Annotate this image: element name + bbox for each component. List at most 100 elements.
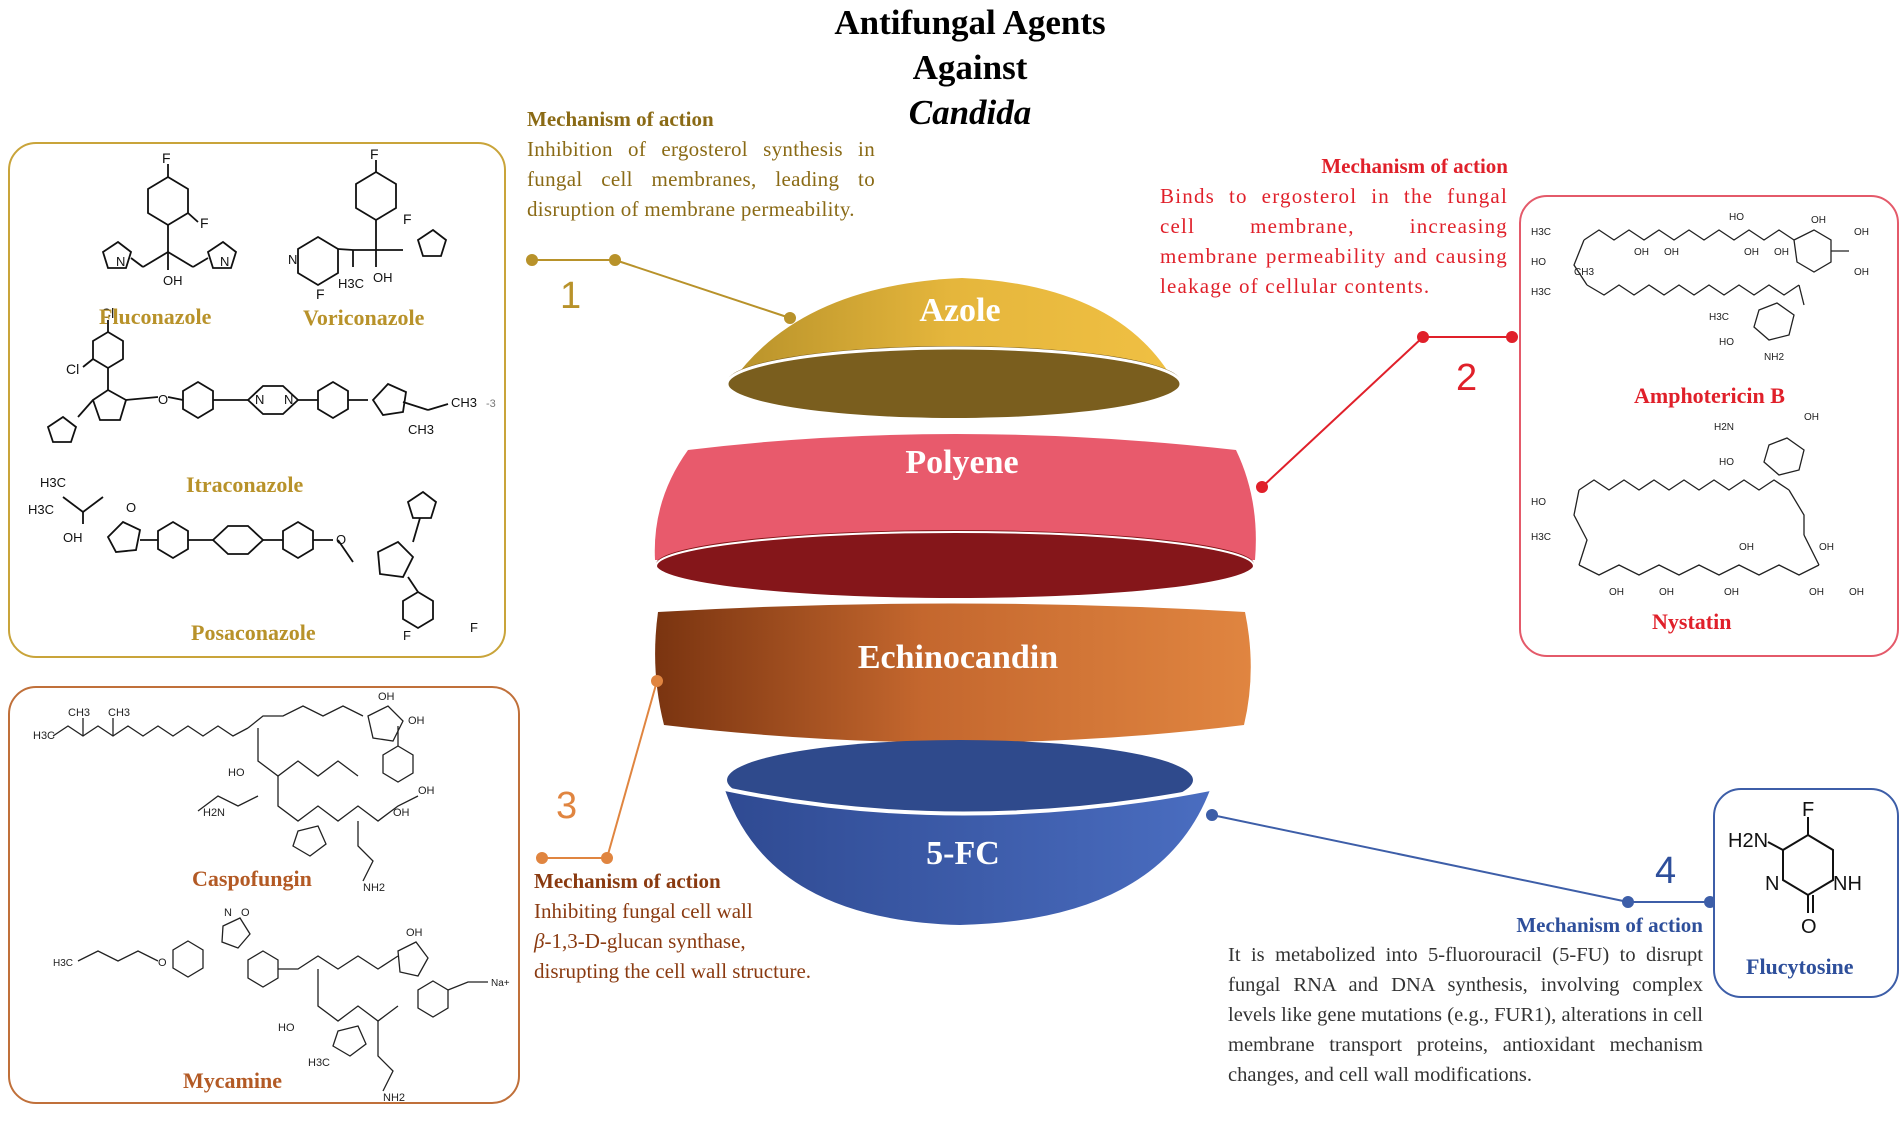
- mechanism-fc: Mechanism of action It is metabolized in…: [1228, 910, 1703, 1090]
- atom-label: NH2: [1764, 352, 1784, 363]
- voriconazole-label: Voriconazole: [303, 305, 425, 330]
- number-1: 1: [560, 275, 582, 317]
- atom-label: N: [220, 254, 229, 269]
- itraconazole-structure: [46, 320, 449, 443]
- diagram-title: Antifungal Agents Against Candida: [760, 0, 1180, 135]
- atom-label: H3C: [1531, 287, 1551, 298]
- atom-label: CH3: [68, 707, 90, 719]
- atom-label: OH: [1634, 247, 1649, 258]
- atom-label: HO: [1531, 257, 1546, 268]
- atom-label: H3C: [1531, 532, 1551, 543]
- atom-label: H3C: [33, 730, 55, 742]
- polyene-layer-bottom: [656, 530, 1254, 598]
- mechanism-polyene-heading: Mechanism of action: [1321, 154, 1508, 178]
- atom-label: Cl: [101, 305, 114, 321]
- title-line-2: Against: [912, 48, 1028, 87]
- atom-label: HO: [228, 767, 245, 779]
- atom-label: H2N: [1714, 422, 1734, 433]
- atom-label: O: [1801, 916, 1817, 938]
- azole-layer-bottom: [727, 346, 1181, 418]
- atom-label: HO: [1729, 212, 1744, 223]
- atom-label: OH: [1854, 227, 1869, 238]
- voriconazole-structure: [297, 160, 448, 287]
- atom-label: OH: [393, 807, 410, 819]
- atom-label: -3: [486, 398, 496, 410]
- echinocandin-drugs-panel: [8, 686, 520, 1104]
- mechanism-echinocandin-heading: Mechanism of action: [534, 869, 721, 893]
- atom-label: H3C: [1709, 312, 1729, 323]
- atom-label: HO: [278, 1022, 295, 1034]
- atom-label: H2N: [203, 807, 225, 819]
- atom-label: N: [288, 252, 297, 267]
- atom-label: OH: [1724, 587, 1739, 598]
- atom-label: OH: [1804, 412, 1819, 423]
- atom-label: H3C: [28, 502, 54, 517]
- title-line-3: Candida: [908, 93, 1032, 132]
- atom-label: OH: [63, 530, 83, 545]
- connector-1: [526, 254, 796, 324]
- mechanism-azole-text: Inhibition of ergosterol synthesis in fu…: [527, 137, 875, 221]
- atom-label: N: [284, 392, 293, 407]
- polyene-structures: H3C HO H3C CH3 OH OH HO OH OH OH OH OH H…: [1531, 212, 1869, 598]
- atom-label: H3C: [53, 958, 73, 969]
- atom-label: HO: [1719, 337, 1734, 348]
- connector-2: [1256, 331, 1518, 493]
- mechanism-polyene: Mechanism of action Binds to ergosterol …: [1160, 151, 1508, 301]
- atom-label: O: [126, 500, 136, 515]
- posaconazole-label: Posaconazole: [191, 620, 316, 645]
- mechanism-fc-text: It is metabolized into 5-fluorouracil (5…: [1228, 944, 1703, 1086]
- caspofungin-label: Caspofungin: [192, 866, 312, 891]
- polyene-drugs-panel: [1519, 195, 1899, 657]
- atom-label: F: [470, 620, 478, 635]
- mycamine-structure: [77, 917, 488, 1092]
- atom-label: NH2: [383, 1092, 405, 1104]
- atom-label: OH: [1854, 267, 1869, 278]
- atom-label: CH3: [1574, 267, 1594, 278]
- mechanism-echinocandin-text-1: Inhibiting fungal cell wall: [534, 899, 753, 923]
- atom-label: OH: [1809, 587, 1824, 598]
- amphotericin-structure: [1573, 229, 1849, 341]
- atom-label: F: [316, 286, 325, 302]
- atom-label: OH: [163, 273, 183, 288]
- atom-label: OH: [1659, 587, 1674, 598]
- atom-label: O: [241, 907, 250, 919]
- atom-label: OH: [1819, 542, 1834, 553]
- atom-label: F: [1802, 799, 1814, 821]
- connector-3: [536, 675, 663, 864]
- azole-structures: F F OH N N F F F H3C OH N Cl Cl: [28, 146, 496, 643]
- title-line-1: Antifungal Agents: [834, 3, 1106, 42]
- flucytosine-structure: F H2N N NH O: [1728, 799, 1862, 938]
- fluconazole-label: Fluconazole: [99, 304, 212, 329]
- flucytosine-label: Flucytosine: [1746, 954, 1854, 979]
- fc-layer: [725, 790, 1210, 925]
- atom-label: OH: [1774, 247, 1789, 258]
- atom-label: Cl: [66, 361, 79, 377]
- mechanism-echinocandin-text-2: -1,3-D-glucan synthase, disrupting the c…: [534, 929, 812, 983]
- mechanism-azole: Mechanism of action Inhibition of ergost…: [527, 104, 875, 224]
- atom-label: F: [403, 211, 412, 227]
- atom-label: OH: [1664, 247, 1679, 258]
- atom-label: N: [116, 254, 125, 269]
- nystatin-structure: [1573, 437, 1820, 576]
- number-4: 4: [1655, 850, 1677, 892]
- atom-label: O: [336, 532, 346, 547]
- itraconazole-label: Itraconazole: [186, 472, 304, 497]
- fc-layer-top: [727, 740, 1193, 820]
- atom-label: H2N: [1728, 830, 1768, 852]
- atom-label: OH: [408, 715, 425, 727]
- atom-label: OH: [1744, 247, 1759, 258]
- atom-label: OH: [418, 785, 435, 797]
- connector-4: [1206, 809, 1716, 908]
- mechanism-echinocandin: Mechanism of action Inhibiting fungal ce…: [534, 866, 834, 986]
- mechanism-fc-heading: Mechanism of action: [1516, 913, 1703, 937]
- beta-symbol: β: [534, 929, 545, 953]
- mechanism-azole-heading: Mechanism of action: [527, 107, 714, 131]
- atom-label: OH: [378, 691, 395, 703]
- atom-label: OH: [1739, 542, 1754, 553]
- atom-label: OH: [406, 927, 423, 939]
- number-3: 3: [556, 785, 578, 827]
- caspofungin-structure: [52, 705, 419, 882]
- atom-label: N: [255, 392, 264, 407]
- mycamine-label: Mycamine: [183, 1068, 282, 1093]
